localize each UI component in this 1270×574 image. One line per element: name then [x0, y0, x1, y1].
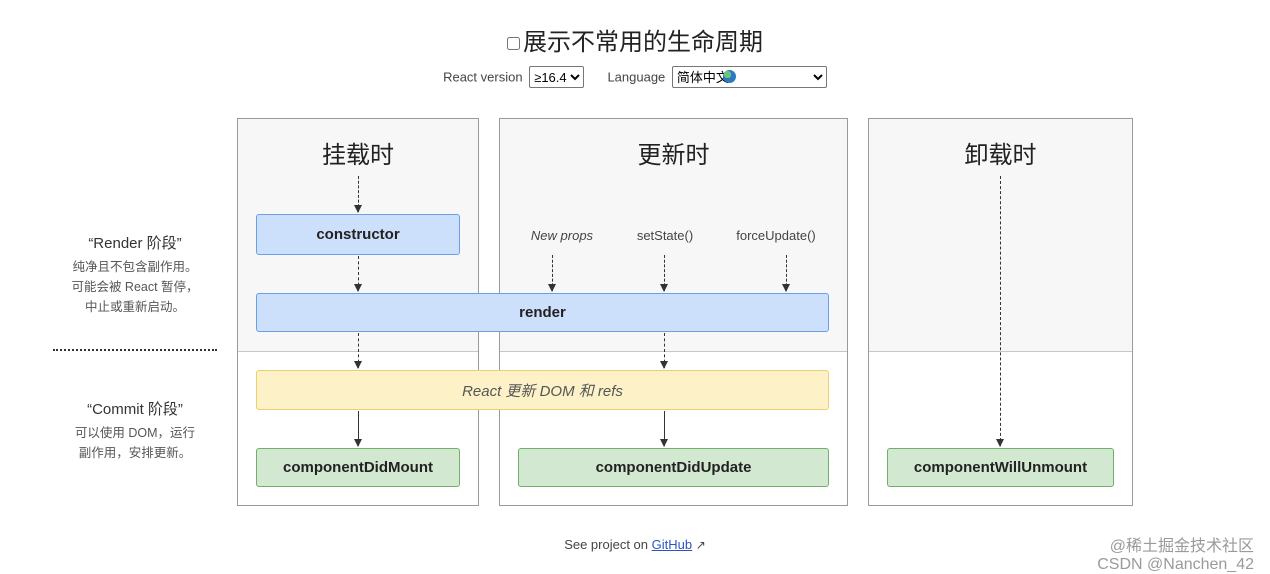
arrow-to-constructor	[354, 176, 362, 213]
arrow-forceupdate-to-render	[782, 255, 790, 292]
arrow-render-to-dom-mount	[354, 333, 362, 369]
watermark: @稀土掘金技术社区 CSDN @Nanchen_42	[1097, 538, 1254, 574]
arrow-constructor-to-render	[354, 256, 362, 292]
globe-icon	[723, 70, 736, 83]
watermark-juejin: @稀土掘金技术社区	[1109, 538, 1254, 555]
unmount-column-title: 卸载时	[964, 142, 1037, 169]
update-column-title: 更新时	[637, 142, 710, 169]
component-did-mount-box: componentDidMount	[256, 448, 460, 487]
show-rare-lifecycles-checkbox[interactable]	[507, 37, 520, 51]
trigger-force-update: forceUpdate()	[736, 228, 816, 243]
phase-divider	[53, 349, 217, 351]
react-updates-dom-box: React 更新 DOM 和 refs	[256, 370, 829, 410]
watermark-csdn: CSDN @Nanchen_42	[1097, 556, 1254, 573]
trigger-new-props: New props	[530, 228, 594, 243]
component-did-update-box: componentDidUpdate	[518, 448, 829, 487]
component-will-unmount-box: componentWillUnmount	[887, 448, 1114, 487]
react-version-select[interactable]: ≥16.4	[529, 66, 585, 88]
arrow-dom-to-didmount	[354, 411, 362, 447]
arrow-render-to-dom-update	[660, 333, 668, 369]
commit-phase-description: 可以使用 DOM，运行 副作用，安排更新。	[74, 426, 196, 460]
controls-bar: React version ≥16.4 Language 简体中文	[0, 66, 1270, 88]
footer-prefix: See project on	[564, 537, 649, 552]
render-phase-title: “Render 阶段”	[88, 235, 182, 252]
trigger-set-state: setState()	[636, 228, 694, 243]
react-version-label: React version	[443, 69, 523, 85]
arrow-dom-to-didupdate	[660, 411, 668, 447]
external-link-icon: ↗	[695, 538, 706, 552]
language-label: Language	[607, 69, 666, 85]
constructor-box: constructor	[256, 214, 460, 255]
page-title: 展示不常用的生命周期	[523, 29, 763, 56]
lifecycle-toggle: 展示不常用的生命周期	[0, 22, 1270, 57]
language-select[interactable]: 简体中文	[671, 66, 827, 88]
footer: See project on GitHub ↗	[0, 537, 1270, 552]
arrow-setstate-to-render	[660, 255, 668, 292]
arrow-props-to-render	[548, 255, 556, 292]
render-box: render	[256, 293, 829, 332]
render-phase-description: 纯净且不包含副作用。 可能会被 React 暂停， 中止或重新启动。	[71, 260, 199, 314]
github-link[interactable]: GitHub	[651, 537, 693, 552]
mount-column-title: 挂载时	[322, 142, 394, 169]
arrow-to-willunmount	[996, 176, 1004, 447]
commit-phase-title: “Commit 阶段”	[87, 401, 183, 418]
